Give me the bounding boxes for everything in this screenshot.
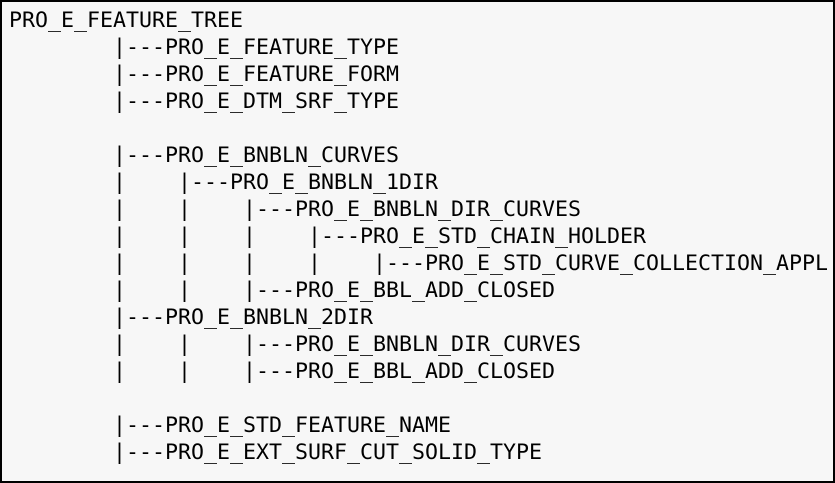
tree-row: |---PRO_E_FEATURE_TYPE: [9, 35, 400, 60]
tree-row: |---PRO_E_FEATURE_FORM: [9, 62, 400, 87]
tree-row: | | |---PRO_E_BBL_ADD_CLOSED: [9, 359, 556, 384]
tree-row: | | |---PRO_E_BNBLN_DIR_CURVES: [9, 197, 582, 222]
tree-row: | | | | |---PRO_E_STD_CURVE_COLLECTION_A…: [9, 251, 829, 276]
tree-row: |---PRO_E_DTM_SRF_TYPE: [9, 89, 400, 114]
tree-row: | | |---PRO_E_BNBLN_DIR_CURVES: [9, 332, 582, 357]
tree-row: |---PRO_E_BNBLN_2DIR: [9, 305, 374, 330]
feature-tree-text: PRO_E_FEATURE_TREE |---PRO_E_FEATURE_TYP…: [2, 2, 833, 466]
tree-row: |---PRO_E_EXT_SURF_CUT_SOLID_TYPE: [9, 440, 543, 465]
tree-row: |---PRO_E_BNBLN_CURVES: [9, 143, 400, 168]
tree-row-blank: [9, 115, 833, 142]
tree-row: |---PRO_E_STD_FEATURE_NAME: [9, 413, 452, 438]
tree-row: | | | |---PRO_E_STD_CHAIN_HOLDER: [9, 224, 647, 249]
tree-row-root: PRO_E_FEATURE_TREE: [9, 8, 244, 33]
tree-row: | |---PRO_E_BNBLN_1DIR: [9, 170, 439, 195]
tree-row: | | |---PRO_E_BBL_ADD_CLOSED: [9, 278, 556, 303]
tree-row-blank: [9, 385, 833, 412]
